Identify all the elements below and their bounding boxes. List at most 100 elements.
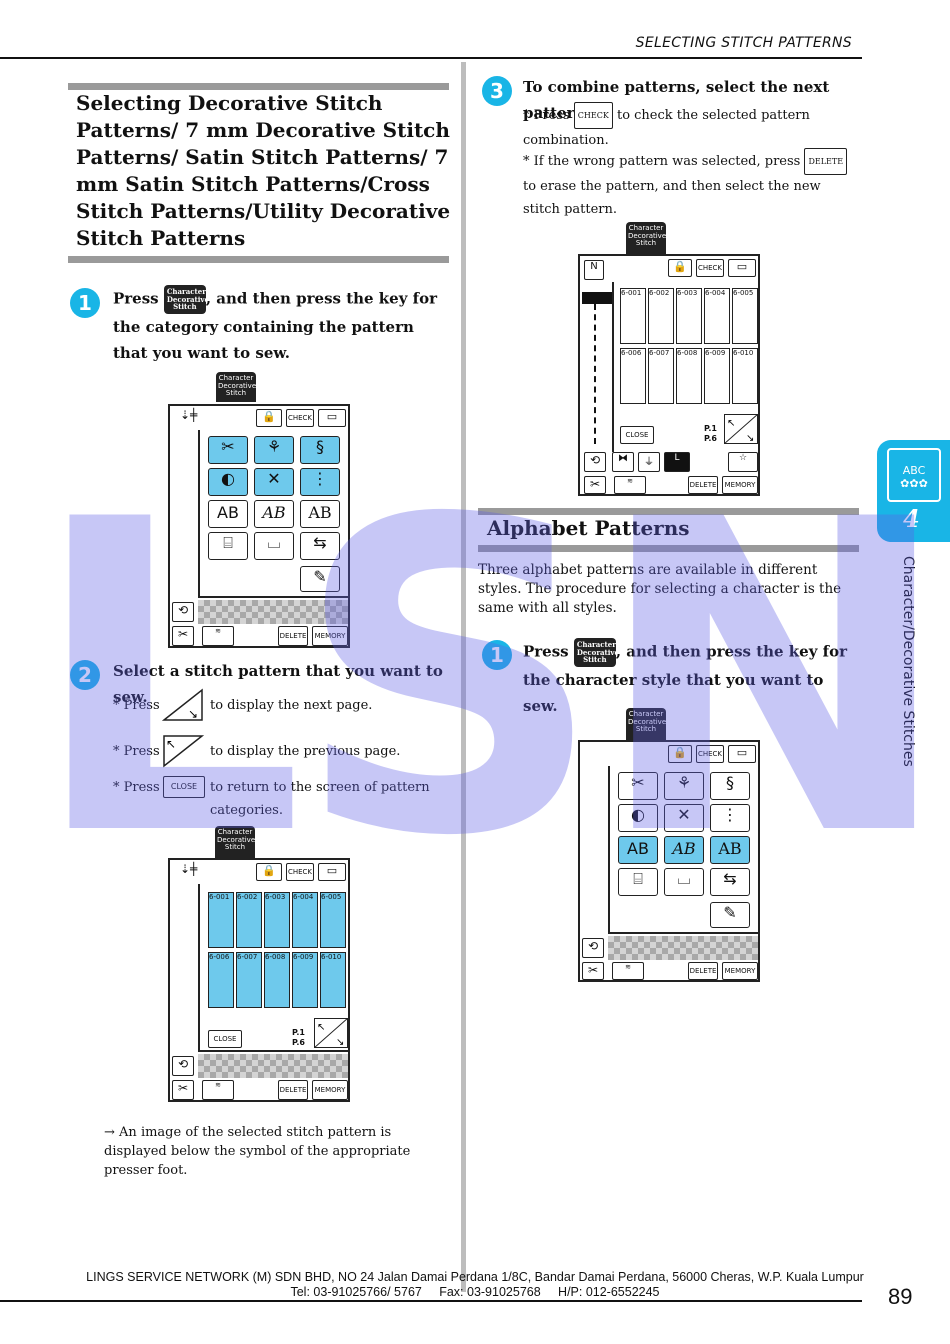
book-icon[interactable]: ▭ [318,863,346,881]
cat-decorative-key[interactable]: ✂ [618,772,658,800]
lcd-screen-alphabet: 🔒 CHECK ▭ ✂ ⚘ § ◐ ✕ ⋮ AB AB AB ⌸ ⌴ ⇆ ✎ ⟲… [578,740,760,982]
pattern-key[interactable]: 6-006 [620,348,646,404]
mirror-icon[interactable]: ⧓ [612,452,634,472]
saved-pattern-key[interactable]: ⌸ [618,868,658,896]
alphabet-outline-key[interactable]: AB [710,836,750,864]
pattern-key[interactable]: 6-002 [236,892,262,948]
alphabet-gothic-key[interactable]: AB [208,500,248,528]
check-button[interactable]: CHECK [696,745,724,763]
scissors-icon[interactable]: ✂ [582,962,604,980]
scissors-icon[interactable]: ✂ [172,1080,194,1100]
alphabet-script-key[interactable]: AB [664,836,704,864]
pattern-key[interactable]: 6-003 [264,892,290,948]
lock-icon[interactable]: 🔒 [256,409,282,427]
page-nav-key[interactable]: ↖↘ [723,413,759,445]
step-3-bullet-check: * Press CHECK to check the selected patt… [523,102,853,152]
delete-button[interactable]: DELETE [688,476,718,494]
alphabet-script-key[interactable]: AB [254,500,294,528]
pattern-key[interactable]: 6-010 [320,952,346,1008]
scissors-icon[interactable]: ✂ [172,626,194,646]
scissors-icon[interactable]: ✂ [584,476,606,494]
close-button[interactable]: CLOSE [208,1030,242,1048]
cat-7mm-satin-key[interactable]: ◐ [208,468,248,496]
pattern-key[interactable]: 6-002 [648,288,674,344]
pattern-key[interactable]: 6-007 [236,952,262,1008]
pattern-key[interactable]: 6-003 [676,288,702,344]
delete-key[interactable]: DELETE [804,148,848,175]
check-key[interactable]: CHECK [573,102,613,129]
pattern-preview-area [608,936,758,960]
pattern-key[interactable]: 6-001 [620,288,646,344]
pattern-key[interactable]: 6-010 [732,348,758,404]
section-title-decorative: Selecting Decorative Stitch Patterns/ 7 … [76,91,451,250]
cat-decorative-key[interactable]: ✂ [208,436,248,464]
mirror-vertical-icon[interactable]: ⏚ [638,452,660,472]
next-page-key[interactable]: ↘ [161,688,204,722]
memory-button[interactable]: MEMORY [312,626,348,646]
close-key[interactable]: CLOSE [163,776,205,798]
pattern-key[interactable]: 6-004 [704,288,730,344]
check-button[interactable]: CHECK [696,259,724,277]
alphabet-bar-top [478,508,859,515]
cat-cross-key[interactable]: ✕ [254,468,294,496]
pattern-key[interactable]: 6-005 [732,288,758,344]
spacing-icon[interactable]: ☆ [728,452,758,472]
svg-text:↘: ↘ [336,1037,344,1048]
pattern-key[interactable]: 6-009 [704,348,730,404]
alphabet-gothic-key[interactable]: AB [618,836,658,864]
pattern-key[interactable]: 6-001 [208,892,234,948]
stitch-image-key[interactable]: ≋ [202,1080,234,1100]
cat-7mm-deco-key[interactable]: ⚘ [664,772,704,800]
size-icon[interactable]: L [664,452,690,472]
cat-utility-deco-key[interactable]: ⋮ [710,804,750,832]
reverse-icon[interactable]: ⟲ [582,938,604,958]
pocket-key[interactable]: ⌴ [254,532,294,560]
pattern-key[interactable]: 6-006 [208,952,234,1008]
lock-icon[interactable]: 🔒 [256,863,282,881]
book-icon[interactable]: ▭ [728,745,756,763]
delete-button[interactable]: DELETE [688,962,718,980]
pattern-key[interactable]: 6-009 [292,952,318,1008]
memory-button[interactable]: MEMORY [722,476,758,494]
cat-cross-key[interactable]: ✕ [664,804,704,832]
lock-icon[interactable]: 🔒 [668,259,692,277]
cat-utility-deco-key[interactable]: ⋮ [300,468,340,496]
book-icon[interactable]: ▭ [318,409,346,427]
pencil-icon[interactable]: ✎ [300,566,340,592]
pattern-key[interactable]: 6-004 [292,892,318,948]
step-1-rest: , and then press the key for the categor… [113,289,438,362]
close-button[interactable]: CLOSE [620,426,654,444]
pattern-key[interactable]: 6-007 [648,348,674,404]
usb-key[interactable]: ⇆ [300,532,340,560]
stitch-image-key[interactable]: ≋ [202,626,234,646]
saved-pattern-key[interactable]: ⌸ [208,532,248,560]
stitch-image-key[interactable]: ≋ [614,476,646,494]
page-nav-key[interactable]: ↖↘ [313,1017,349,1049]
memory-button[interactable]: MEMORY [722,962,758,980]
prev-page-key[interactable]: ↖ [162,734,205,768]
cat-satin-key[interactable]: § [300,436,340,464]
delete-button[interactable]: DELETE [278,1080,308,1100]
reverse-icon[interactable]: ⟲ [172,1056,194,1076]
lock-icon[interactable]: 🔒 [668,745,692,763]
usb-key[interactable]: ⇆ [710,868,750,896]
delete-button[interactable]: DELETE [278,626,308,646]
pattern-key[interactable]: 6-008 [264,952,290,1008]
book-icon[interactable]: ▭ [728,259,756,277]
stitch-image-key[interactable]: ≋ [612,962,644,980]
pattern-key[interactable]: 6-008 [676,348,702,404]
reverse-icon[interactable]: ⟲ [584,452,606,472]
alphabet-outline-key[interactable]: AB [300,500,340,528]
reverse-icon[interactable]: ⟲ [172,602,194,622]
cat-7mm-satin-key[interactable]: ◐ [618,804,658,832]
pencil-icon[interactable]: ✎ [710,902,750,928]
check-button[interactable]: CHECK [286,863,314,881]
cat-satin-key[interactable]: § [710,772,750,800]
pocket-key[interactable]: ⌴ [664,868,704,896]
pattern-key[interactable]: 6-005 [320,892,346,948]
memory-button[interactable]: MEMORY [312,1080,348,1100]
check-button[interactable]: CHECK [286,409,314,427]
cat-7mm-deco-key[interactable]: ⚘ [254,436,294,464]
